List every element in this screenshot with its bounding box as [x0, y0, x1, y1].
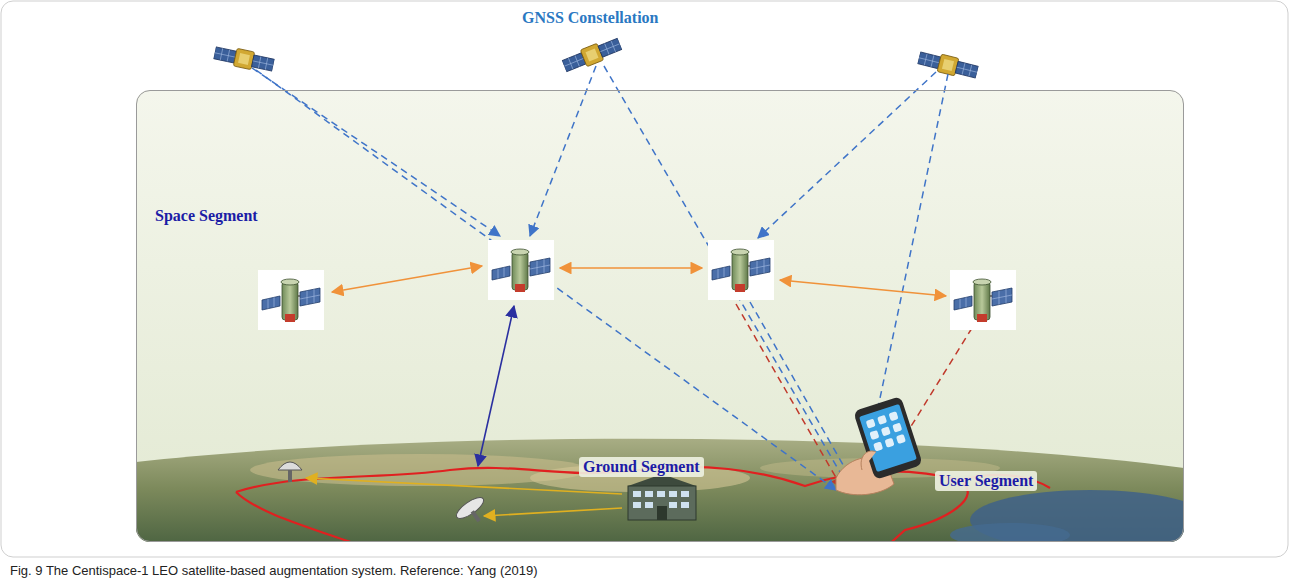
segment-label: Space Segment — [155, 206, 258, 226]
panel-ground — [136, 90, 1210, 550]
gnss-satellite — [213, 35, 980, 81]
figure-frame — [1, 1, 1288, 557]
smartphone — [836, 396, 923, 495]
figure-caption: Fig. 9 The Centispace-1 LEO satellite-ba… — [10, 563, 538, 579]
segment-label: Ground Segment — [579, 457, 704, 477]
constellation-label: GNSS Constellation — [522, 8, 658, 28]
border-outline — [236, 467, 1050, 542]
segment-label: User Segment — [935, 471, 1037, 491]
system-panel: Space SegmentGround SegmentUser Segment — [136, 90, 1184, 542]
signal-arrows — [252, 66, 972, 516]
leo-satellite — [258, 240, 1016, 330]
